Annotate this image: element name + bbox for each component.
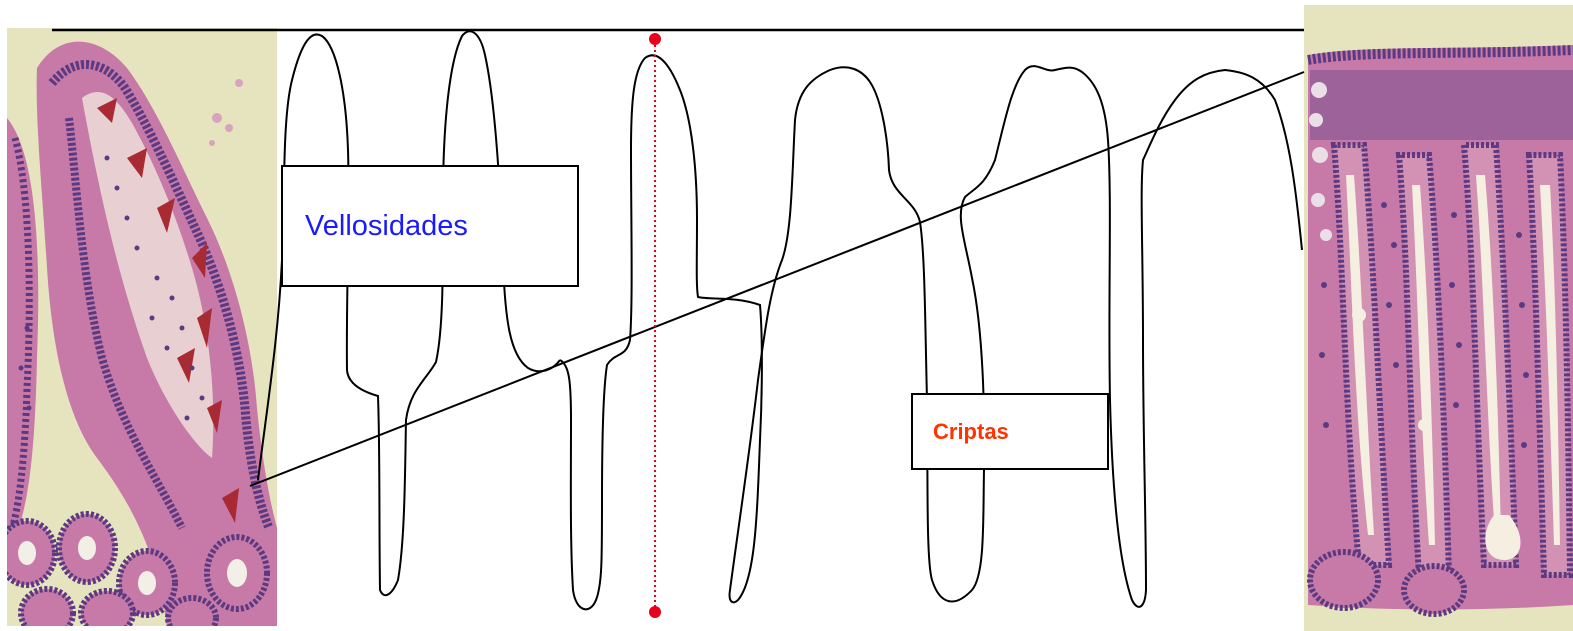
axis-marker-top-dot xyxy=(649,33,661,45)
villus-outline-3 xyxy=(730,66,1302,607)
villus-outline-2 xyxy=(560,55,762,609)
crypts-label-box: Criptas xyxy=(911,393,1109,470)
crypts-label: Criptas xyxy=(933,419,1009,445)
villus-outline-1 xyxy=(258,31,560,595)
axis-marker-bottom-dot xyxy=(649,606,661,618)
villi-label: Vellosidades xyxy=(305,210,468,243)
villus-outlines xyxy=(258,31,1302,609)
villi-label-box: Vellosidades xyxy=(281,165,579,287)
